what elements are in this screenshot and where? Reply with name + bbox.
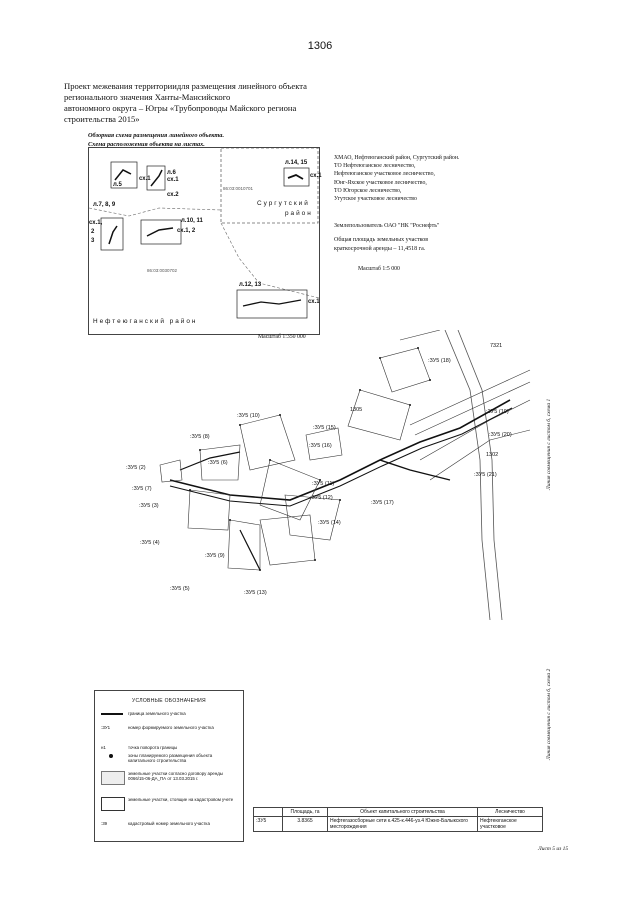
overview-label: сх.1 <box>139 176 151 182</box>
registered-plot-symbol <box>101 797 125 811</box>
plot-label: :ЗУ5 (5) <box>170 586 190 592</box>
road-label: 7321 <box>490 343 503 349</box>
location-info: ХМАО, Нефтеюганский район, Сургутский ра… <box>334 154 554 203</box>
plot-label: :ЗУ5 (7) <box>132 486 152 492</box>
sheet-number: Лист 5 из 15 <box>538 846 569 852</box>
legend-text: земельные участки согласно договору арен… <box>128 771 223 782</box>
region-label: район <box>285 210 313 217</box>
table-cell: :ЗУ5 <box>253 816 283 832</box>
land-user-info: Землепользователь ОАО "НК "Роснефть" Общ… <box>334 222 439 253</box>
plot-label: :ЗУ5 (4) <box>140 540 160 546</box>
subheading-line: Обзорная схема размещения линейного объе… <box>88 132 225 139</box>
table-cell: Нефтегазосборные сети к.425-к.446-уз.4 Ю… <box>327 816 478 832</box>
overview-label: л.7, 8, 9 <box>93 202 116 208</box>
table-header-row: Площадь, га Объект капитального строител… <box>253 807 543 817</box>
legend-text: кадастровый номер земельного участка <box>128 821 210 826</box>
legend-text: граница земельного участка <box>128 711 186 716</box>
plot-label: :ЗУ5 (17) <box>371 500 394 506</box>
info-line: Юнг-Яхское участковое лесничество, <box>334 179 427 186</box>
overview-label: л.5 <box>113 182 122 188</box>
project-title: Проект межевания территориидля размещени… <box>64 81 344 125</box>
plot-label: :ЗУ5 (16) <box>309 443 332 449</box>
info-line: ТО Югорское лесничество, <box>334 187 402 194</box>
boundary-points <box>189 347 431 571</box>
overview-label: л.10, 11 <box>181 218 203 224</box>
title-line: строительства 2015» <box>64 114 140 124</box>
table-row: :ЗУ5 3.8365 Нефтегазосборные сети к.425-… <box>253 816 543 832</box>
cadastre-label: 1305 <box>350 407 363 413</box>
area-line: Общая площадь земельных участков <box>334 237 429 244</box>
table-cell: 3.8365 <box>282 816 328 832</box>
info-line: ТО Нефтеюганское лесничество, <box>334 163 416 170</box>
table-cell: Нефтеюганское участковое <box>477 816 543 832</box>
overview-label: 3 <box>91 238 95 244</box>
info-line: ХМАО, Нефтеюганский район, Сургутский ра… <box>334 155 460 161</box>
info-line: Угутское участковое лесничество <box>334 196 417 203</box>
plot-label: :ЗУ5 (3) <box>139 503 159 509</box>
table-header: Объект капитального строительства <box>327 807 478 817</box>
overview-label: сх.1 <box>167 177 179 183</box>
match-line-label: Линия совмещения с листом 6, схема 1 <box>546 398 552 490</box>
overview-label: сх.1, <box>89 220 103 226</box>
plot-label: :ЗУ5 (18) <box>428 358 451 364</box>
plot-label: :ЗУ5 (14) <box>318 520 341 526</box>
info-line: Нефтеюганское участковое лесничество, <box>334 171 435 178</box>
table-header <box>253 807 283 817</box>
plot-label: :ЗУ5 (12) <box>310 495 333 501</box>
overview-map-lines <box>89 148 319 319</box>
match-line-label: Линия совмещения с листом 6, схема 2 <box>546 668 552 760</box>
point-symbol <box>109 754 113 758</box>
legend: УСЛОВНЫЕ ОБОЗНАЧЕНИЯ граница земельного … <box>94 690 244 842</box>
plot-label: :ЗУ5 (10) <box>237 413 260 419</box>
overview-label: сх.1, 2 <box>177 228 196 234</box>
area-line: краткосрочной аренды – 11,4518 га. <box>334 245 426 252</box>
plan-map <box>159 330 531 620</box>
plot-label: :ЗУ5 (15) <box>313 425 336 431</box>
legend-text: точка поворота границы <box>128 745 178 750</box>
overview-subheading: Обзорная схема размещения линейного объе… <box>88 131 224 149</box>
legend-symbol: :ЗУ1 <box>101 725 111 730</box>
overview-label: сх.1 <box>310 173 322 179</box>
cadastre-number: 86:03:0010701 <box>223 186 254 191</box>
legend-text: земельные участки, стоящие на кадастрово… <box>128 797 234 802</box>
overview-scale: Масштаб 1:350 000 <box>258 334 306 340</box>
title-line: регионального значения Ханты-Мансийского <box>64 92 231 102</box>
region-label: Сургутский <box>257 200 310 207</box>
plot-label: :ЗУ5 (9) <box>205 553 225 559</box>
title-line: автономного округа – Югры «Трубопроводы … <box>64 103 297 113</box>
plot-label: :ЗУ5 (11) <box>312 481 335 487</box>
overview-label: сх.2 <box>167 192 179 198</box>
legend-title: УСЛОВНЫЕ ОБОЗНАЧЕНИЯ <box>132 698 206 704</box>
land-user: Землепользователь ОАО "НК "Роснефть" <box>334 223 440 229</box>
overview-label: 2 <box>91 229 95 235</box>
table-header: Лесничество <box>477 807 543 817</box>
legend-symbol: :39 <box>101 821 108 826</box>
plot-label: :ЗУ5 (20) <box>489 432 512 438</box>
overview-map: л.5 сх.1 л.6 сх.1 сх.2 л.14, 15 сх.1 86:… <box>88 147 322 335</box>
lease-area-symbol <box>101 771 125 785</box>
overview-label: л.12, 13 <box>239 282 262 288</box>
cadastre-label: 1302 <box>486 452 499 458</box>
title-line: Проект межевания территориидля размещени… <box>64 81 307 91</box>
legend-text: зоны планируемого размещения объекта кап… <box>128 753 213 764</box>
plot-label: :ЗУ5 (21) <box>474 472 497 478</box>
cadastre-number: 86:03:0030702 <box>147 268 178 273</box>
map-scale: Масштаб 1:5 000 <box>358 266 400 272</box>
overview-label: сх.1 <box>308 299 320 305</box>
subheading-line: Схема расположения объекта на листах. <box>88 141 205 148</box>
plot-label: :ЗУ5 (6) <box>208 460 228 466</box>
boundary-line-symbol <box>101 713 123 715</box>
region-label: Нефтеюганский район <box>93 318 198 325</box>
plot-label: :ЗУ5 (13) <box>244 590 267 596</box>
page-number: 1306 <box>307 40 333 52</box>
table-header: Площадь, га <box>282 807 328 817</box>
plot-label: :ЗУ5 (19) <box>486 409 509 415</box>
parcel-table: Площадь, га Объект капитального строител… <box>253 807 543 832</box>
legend-symbol: н1 <box>101 745 106 750</box>
overview-label: л.14, 15 <box>285 160 308 166</box>
plot-label: :ЗУ5 (2) <box>126 465 146 471</box>
plot-label: :ЗУ5 (8) <box>190 434 210 440</box>
legend-text: номер формируемого земельного участка <box>128 725 214 730</box>
overview-label: л.6 <box>167 170 176 176</box>
